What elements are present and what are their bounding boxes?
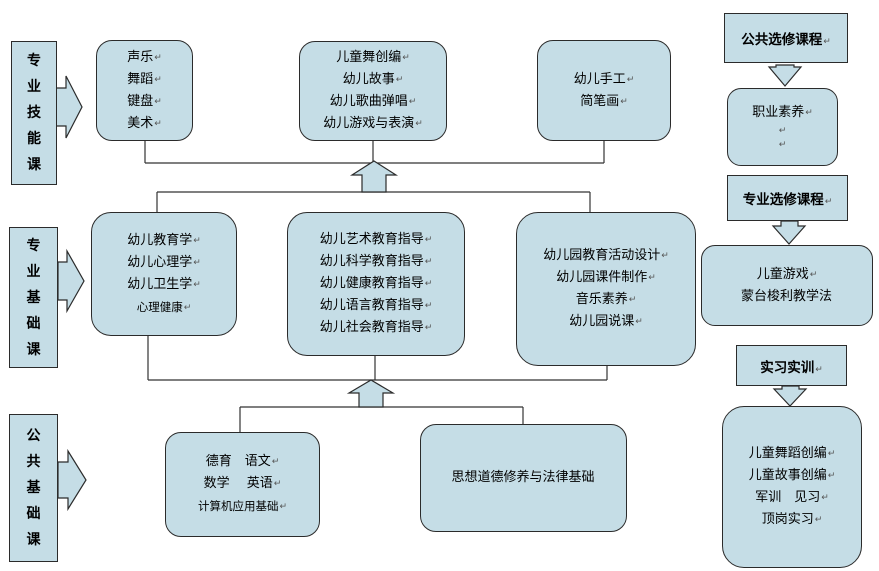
category-char: 技 [27, 105, 41, 121]
course-label: 幼儿游戏与表演 [323, 113, 423, 135]
category-professional-foundation: 专 业 基 础 课 [9, 227, 58, 368]
skills-course-box-music-art: 声乐 舞蹈 键盘 美术 [96, 40, 193, 141]
up-arrow-icon [346, 379, 396, 408]
course-label: 蒙台梭利教学法 [740, 288, 832, 304]
course-label: 幼儿卫生学 [127, 274, 201, 296]
course-label: 幼儿园教育活动设计 [543, 245, 669, 267]
down-arrow-icon [772, 385, 808, 407]
foundation-course-box-pedagogy: 幼儿教育学 幼儿心理学 幼儿卫生学 心理健康 [91, 212, 237, 336]
foundation-course-box-education-guidance: 幼儿艺术教育指导 幼儿科学教育指导 幼儿健康教育指导 幼儿语言教育指导 幼儿社会… [287, 212, 465, 356]
category-char: 业 [26, 263, 41, 280]
category-char: 专 [27, 53, 41, 69]
down-arrow-icon [767, 64, 803, 87]
course-label: 儿童游戏 [757, 264, 818, 286]
course-label: 顶岗实习 [762, 509, 823, 531]
public-elective-title: 公共选修课程 [724, 13, 848, 63]
professional-elective-title: 专业选修课程 [727, 175, 848, 221]
category-public-foundation: 公 共 基 础 课 [9, 414, 58, 562]
category-char: 课 [27, 157, 41, 173]
course-label: 幼儿歌曲弹唱 [330, 91, 417, 113]
course-label: 幼儿健康教育指导 [320, 273, 433, 295]
category-char: 础 [26, 315, 41, 332]
category-char: 基 [26, 289, 41, 306]
course-label: 思想道德修养与法律基础 [451, 470, 595, 485]
course-label: 键盘 [127, 91, 162, 113]
course-label: 幼儿教育学 [127, 230, 201, 252]
category-char: 专 [26, 237, 41, 254]
professional-elective-box: 儿童游戏 蒙台梭利教学法 [701, 245, 873, 326]
right-arrow-icon [57, 248, 85, 314]
skills-course-box-children-performance: 儿童舞创编 幼儿故事 幼儿歌曲弹唱 幼儿游戏与表演 [299, 41, 447, 141]
course-label: 舞蹈 [127, 69, 162, 91]
category-char: 公 [26, 428, 41, 444]
up-arrow-icon [349, 160, 399, 193]
course-label: 幼儿心理学 [127, 252, 201, 274]
course-label: 音乐素养 [576, 289, 637, 311]
category-char: 课 [26, 341, 41, 358]
course-label: 幼儿艺术教育指导 [320, 229, 433, 251]
right-arrow-icon [55, 75, 83, 139]
public-elective-box: 职业素养 ↵ ↵ [727, 88, 838, 166]
category-char: 基 [26, 480, 41, 496]
course-label: 幼儿手工 [574, 69, 635, 91]
category-char: 共 [26, 454, 41, 470]
course-label: 简笔画 [580, 91, 628, 113]
course-label: 数学 英语 [204, 473, 282, 495]
course-label: 幼儿语言教育指导 [320, 295, 433, 317]
category-char: 业 [27, 79, 41, 95]
skills-course-box-handcraft: 幼儿手工 简笔画 [537, 40, 671, 141]
course-label: 儿童舞创编 [336, 47, 410, 69]
internship-box: 儿童舞蹈创编 儿童故事创编 军训 见习 顶岗实习 [722, 406, 862, 568]
course-label: 幼儿园课件制作 [556, 267, 656, 289]
category-professional-skills: 专 业 技 能 课 [11, 41, 57, 185]
course-label: 儿童舞蹈创编 [749, 443, 836, 465]
public-course-box-general: 德育 语文 数学 英语 计算机应用基础 [165, 432, 320, 537]
course-label: 美术 [127, 113, 162, 135]
course-label: 幼儿园说课 [569, 311, 643, 333]
course-label: 声乐 [127, 47, 162, 69]
public-course-box-ethics-law: 思想道德修养与法律基础 [420, 424, 627, 532]
course-label: 职业素养 [752, 102, 813, 124]
course-label: 幼儿科学教育指导 [320, 251, 433, 273]
course-label: 幼儿社会教育指导 [320, 317, 433, 339]
course-label: 心理健康 [137, 296, 192, 319]
course-label: 计算机应用基础 [198, 495, 287, 518]
internship-title: 实习实训 [736, 345, 847, 386]
course-label: 德育 语文 [206, 451, 280, 473]
course-label: 军训 见习 [755, 487, 829, 509]
category-char: 础 [26, 506, 41, 522]
category-char: 课 [26, 532, 41, 548]
down-arrow-icon [771, 220, 807, 245]
course-label: 儿童故事创编 [749, 465, 836, 487]
course-label: 幼儿故事 [343, 69, 404, 91]
category-char: 能 [27, 131, 41, 147]
foundation-course-box-kindergarten-activities: 幼儿园教育活动设计 幼儿园课件制作 音乐素养 幼儿园说课 [516, 212, 696, 366]
right-arrow-icon [57, 448, 87, 512]
